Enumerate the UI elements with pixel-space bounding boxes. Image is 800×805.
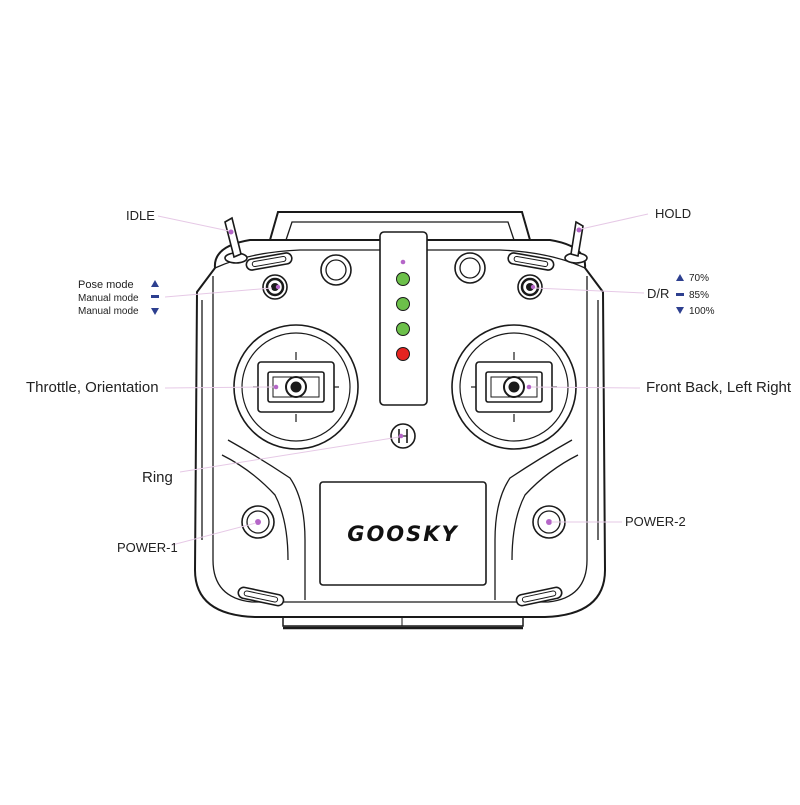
power-2-label: POWER-2: [625, 514, 686, 529]
top-left-round-button[interactable]: [320, 254, 352, 286]
down-arrow-icon: [676, 307, 684, 314]
pose-mode-marker: [275, 284, 281, 290]
top-right-round-button[interactable]: [454, 252, 486, 284]
power-2-marker: [546, 519, 552, 525]
lower-panel: [221, 439, 579, 600]
dash-icon: [676, 293, 684, 296]
hold-switch[interactable]: [564, 220, 588, 264]
idle-switch[interactable]: [224, 216, 248, 264]
throttle-label: Throttle, Orientation: [26, 379, 159, 396]
ring-button[interactable]: [390, 423, 416, 449]
manual-mode-label-2: Manual mode: [78, 306, 139, 317]
dr-switch[interactable]: [517, 274, 543, 300]
dash-icon: [151, 295, 159, 298]
left-stick[interactable]: [233, 324, 359, 450]
led-panel-marker: [400, 259, 406, 265]
down-arrow-icon: [151, 308, 159, 315]
front-back-label: Front Back, Left Right: [646, 379, 792, 396]
led-panel: [379, 231, 428, 406]
right-stick-marker: [526, 384, 532, 390]
leader-lines: [157, 213, 649, 546]
up-arrow-icon: [676, 274, 684, 281]
power-1-marker: [255, 519, 261, 525]
bottom-left-slot: [237, 586, 285, 607]
manual-mode-label-1: Manual mode: [78, 293, 139, 304]
dr-85-label: 85%: [689, 290, 709, 301]
top-left-slot: [245, 252, 293, 271]
pose-mode-label: Pose mode: [78, 279, 134, 291]
pose-mode-legend: Pose mode Manual mode Manual mode: [78, 279, 159, 317]
led-indicator-green: [396, 322, 410, 336]
up-arrow-icon: [151, 280, 159, 287]
bottom-right-slot: [515, 586, 563, 607]
led-indicator-green: [396, 297, 410, 311]
right-stick[interactable]: [451, 324, 577, 450]
pose-mode-switch[interactable]: [262, 274, 288, 300]
dr-label: D/R: [647, 286, 669, 301]
idle-marker: [228, 229, 234, 235]
power-1-button[interactable]: [241, 505, 275, 539]
led-indicator-green: [396, 272, 410, 286]
hold-marker: [576, 227, 582, 233]
dr-70-label: 70%: [689, 273, 709, 284]
power-1-label: POWER-1: [117, 540, 178, 555]
idle-label: IDLE: [126, 208, 155, 223]
left-stick-marker: [273, 384, 279, 390]
logo-screen: GOOSKY: [319, 481, 487, 586]
top-right-slot: [507, 252, 555, 271]
led-indicator-red: [396, 347, 410, 361]
dr-100-label: 100%: [689, 306, 715, 317]
carry-handle: [269, 211, 531, 241]
ring-marker: [398, 433, 404, 439]
hold-label: HOLD: [655, 206, 691, 221]
ring-label: Ring: [142, 469, 173, 486]
dr-marker: [530, 284, 536, 290]
dr-legend: D/R 70% 85% 100%: [647, 273, 715, 317]
brand-logo: GOOSKY: [347, 522, 459, 546]
